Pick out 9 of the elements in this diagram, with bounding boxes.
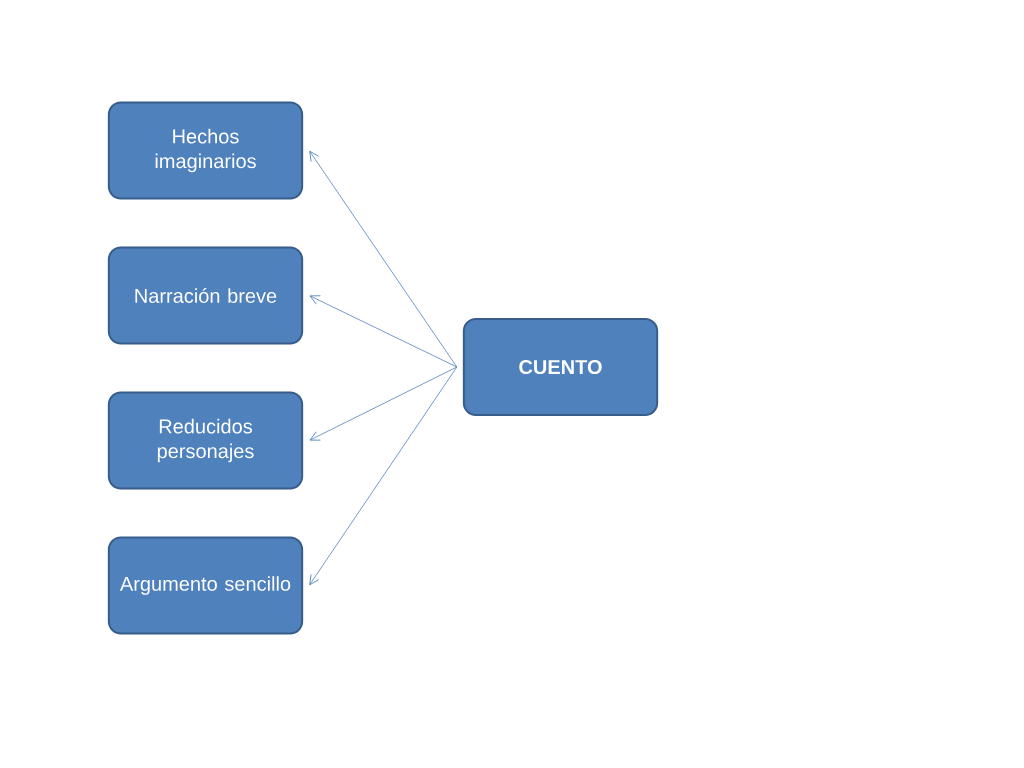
arrow — [309, 295, 458, 368]
arrow — [309, 366, 458, 586]
arrow — [309, 366, 458, 441]
hub-box: CUENTO — [462, 318, 659, 416]
process-box: Narración breve — [107, 246, 304, 345]
process-box: Reducidos personajes — [107, 391, 304, 490]
process-box: Hechos imaginarios — [107, 101, 304, 200]
arrow — [309, 150, 458, 368]
process-box: Argumento sencillo — [107, 536, 304, 635]
